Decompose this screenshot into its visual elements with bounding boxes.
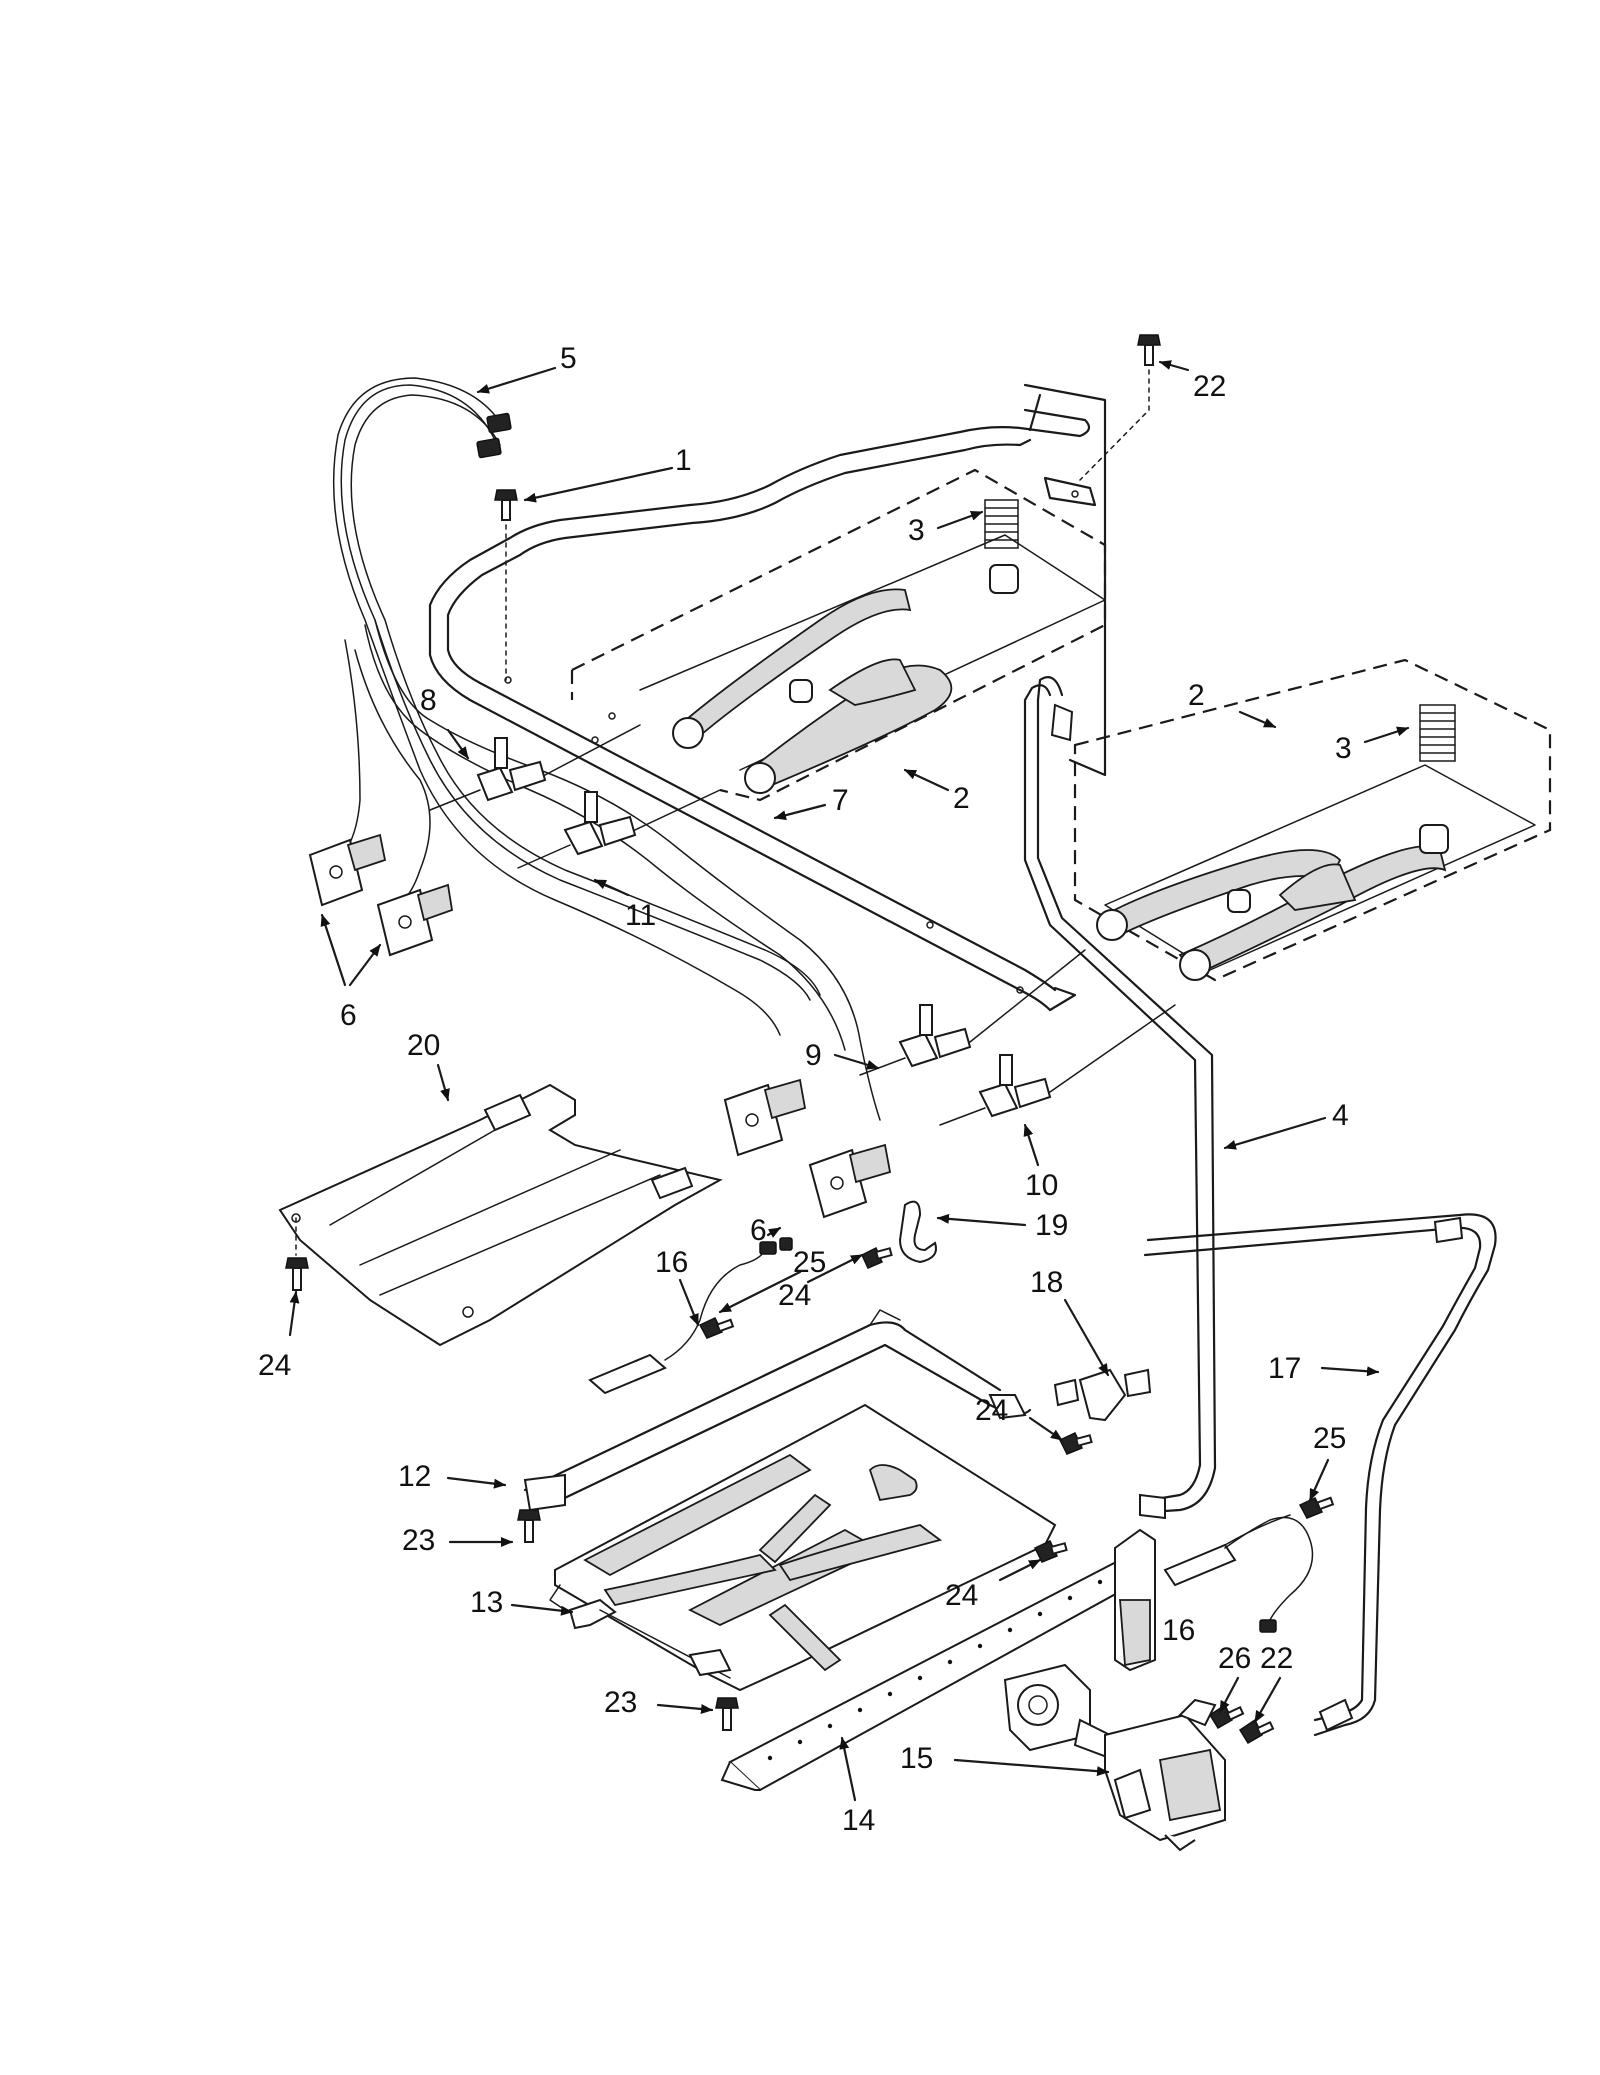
igniter-right xyxy=(1163,1514,1314,1633)
valve-10 xyxy=(939,1054,1052,1126)
callout-4: 4 xyxy=(1332,1099,1349,1132)
callout-20: 20 xyxy=(407,1029,440,1062)
valve-11 xyxy=(517,791,637,869)
screw-25-left xyxy=(698,1317,735,1339)
callout-18: 18 xyxy=(1030,1266,1063,1299)
oven-burner-baffle xyxy=(549,1403,1057,1692)
wiring-harness xyxy=(319,377,881,1121)
front-burner-assembly xyxy=(1073,658,1552,982)
ignition-switch-4 xyxy=(808,1143,892,1219)
callout-1: 1 xyxy=(675,444,692,477)
valve-9 xyxy=(859,1004,972,1076)
callout-2-rear: 2 xyxy=(953,782,970,815)
rear-burner-assembly xyxy=(570,468,1107,802)
callout-24-mid: 24 xyxy=(778,1279,811,1312)
callout-24-orifice: 24 xyxy=(975,1394,1008,1427)
callout-16-right: 16 xyxy=(1162,1614,1195,1647)
screw-23-upper xyxy=(517,1509,541,1543)
callout-17: 17 xyxy=(1268,1352,1301,1385)
screw-24-shield xyxy=(285,1257,309,1291)
callout-15: 15 xyxy=(900,1742,933,1775)
callout-25-right: 25 xyxy=(1313,1422,1346,1455)
callout-22-top: 22 xyxy=(1193,370,1226,403)
callout-12: 12 xyxy=(398,1460,431,1493)
ignition-switch-3 xyxy=(723,1078,807,1157)
screw-22-top xyxy=(1079,334,1161,481)
callout-23-lower: 23 xyxy=(604,1686,637,1719)
burner-shield xyxy=(278,1083,723,1347)
callout-26: 26 xyxy=(1218,1642,1251,1675)
bracket-19 xyxy=(898,1200,937,1264)
manifold-pipe xyxy=(428,408,1091,1012)
ignition-switch-1 xyxy=(308,833,387,907)
callout-5: 5 xyxy=(560,342,577,375)
screw-26 xyxy=(1208,1703,1245,1730)
callout-2-front: 2 xyxy=(1188,679,1205,712)
callout-10: 10 xyxy=(1025,1169,1058,1202)
front-burner-spring xyxy=(1419,704,1456,762)
screw-24-lower xyxy=(1033,1540,1068,1563)
screw-22-lower xyxy=(1238,1718,1275,1745)
screw-25-right xyxy=(1298,1496,1335,1519)
callout-6-left: 6 xyxy=(340,999,357,1032)
bake-burner-14 xyxy=(720,1528,1156,1792)
gas-tube-long xyxy=(1023,676,1217,1520)
callout-24-shield: 24 xyxy=(258,1349,291,1382)
callout-25-left: 25 xyxy=(793,1246,826,1279)
burner-ports xyxy=(767,1579,1103,1761)
valve-8 xyxy=(429,737,547,811)
oven-burner-tube-12 xyxy=(523,1309,1032,1512)
callout-24-lower: 24 xyxy=(945,1579,978,1612)
screw-1 xyxy=(494,489,518,681)
callout-22-lower: 22 xyxy=(1260,1642,1293,1675)
screw-24-orifice xyxy=(1058,1432,1093,1455)
gas-regulator-15 xyxy=(1003,1663,1226,1852)
ignition-switch-2 xyxy=(376,883,454,957)
callout-9: 9 xyxy=(805,1039,822,1072)
callout-3-front: 3 xyxy=(1335,732,1352,765)
callout-13: 13 xyxy=(470,1586,503,1619)
callout-23-upper: 23 xyxy=(402,1524,435,1557)
valve-supply-lines xyxy=(544,724,1176,1093)
igniter-left xyxy=(588,1237,793,1395)
callout-labels: 5 1 22 3 2 3 2 7 8 11 6 9 10 4 19 20 24 … xyxy=(258,342,1352,1837)
oven-burner-13 xyxy=(568,1598,732,1679)
orifice-holder-18 xyxy=(1053,1368,1152,1422)
leader-arrows xyxy=(288,360,1410,1802)
callout-14: 14 xyxy=(842,1804,875,1837)
callout-6-mid: 6 xyxy=(750,1214,767,1247)
gas-tube-oven xyxy=(1143,1213,1497,1737)
screw-24-mid xyxy=(861,1246,893,1269)
callout-3-rear: 3 xyxy=(908,514,925,547)
rear-burner-spring xyxy=(984,499,1019,549)
callout-16-left: 16 xyxy=(655,1246,688,1279)
callout-19: 19 xyxy=(1035,1209,1068,1242)
callout-11: 11 xyxy=(625,899,656,932)
screw-23-lower xyxy=(715,1697,739,1731)
callout-7: 7 xyxy=(832,784,849,817)
callout-8: 8 xyxy=(420,684,437,717)
